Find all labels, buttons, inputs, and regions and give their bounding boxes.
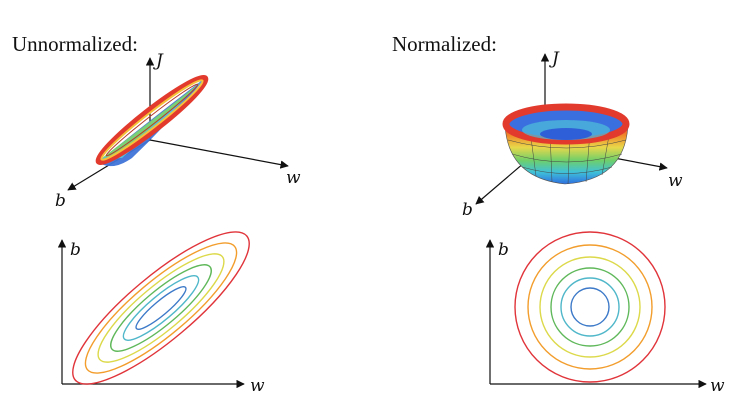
b-axis-label: b [70, 240, 81, 260]
b-axis-label: b [498, 240, 509, 260]
normalized-title: Normalized: [392, 32, 497, 56]
unnormalized-contour-plot: b w [57, 231, 265, 396]
elongated-bowl-surface [95, 74, 209, 167]
contour-ring [72, 231, 250, 385]
round-bowl-surface [502, 103, 630, 185]
j-axis-label: J [549, 49, 560, 69]
contour-ring [122, 275, 200, 341]
w-axis-label: w [286, 168, 301, 188]
contour-ring [550, 267, 630, 347]
contour-ring [560, 277, 620, 337]
contour-ring [110, 264, 212, 352]
contour-ring [135, 286, 187, 330]
normalized-contour-plot: b w [485, 231, 725, 396]
contour-ring [527, 244, 653, 370]
w-axis [149, 139, 289, 169]
w-axis-label: w [668, 171, 683, 191]
w-axis-label: w [710, 376, 725, 396]
normalized-surface-plot: J w b [462, 49, 683, 220]
unnormalized-surface-plot: J w b [55, 51, 301, 211]
contour-ring [570, 287, 610, 327]
contour-ring [97, 253, 225, 363]
circular-contours [514, 231, 666, 383]
contour-ring [514, 231, 666, 383]
b-axis-label: b [462, 200, 473, 220]
w-axis-label: w [250, 376, 265, 396]
unnormalized-title: Unnormalized: [12, 32, 138, 56]
b-axis-label: b [55, 191, 66, 211]
j-axis-label: J [153, 51, 164, 71]
contour-ring [539, 256, 641, 358]
elongated-contours [72, 231, 250, 385]
contour-ring [84, 242, 238, 374]
